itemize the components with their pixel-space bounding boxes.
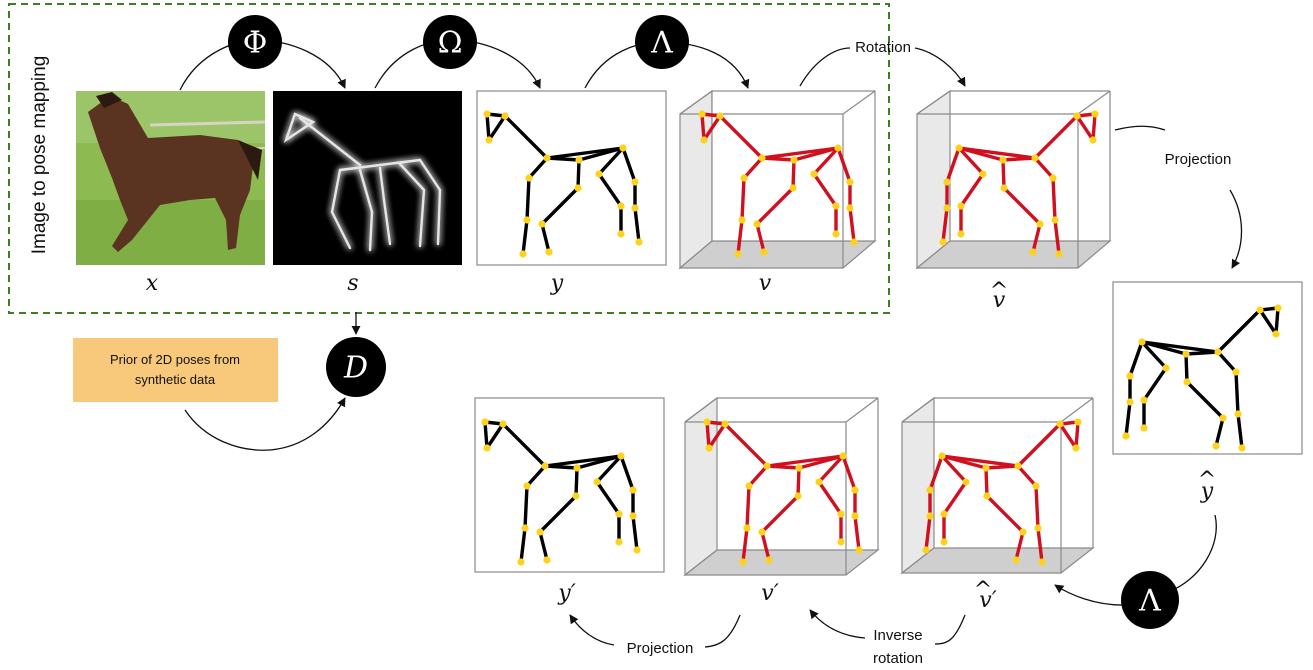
pose-3d-v bbox=[678, 89, 877, 270]
var-y: y bbox=[550, 271, 564, 296]
svg-text:Prior of 2D poses from: Prior of 2D poses from bbox=[110, 352, 240, 367]
arrow-prior-to-discriminator bbox=[184, 397, 346, 451]
var-y-hat: y bbox=[1200, 479, 1214, 504]
var-v-hat: v bbox=[993, 288, 1006, 313]
lambda-operator-top: Λ bbox=[635, 15, 689, 69]
svg-text:Λ: Λ bbox=[1138, 584, 1161, 619]
var-y-prime: y′ bbox=[557, 581, 575, 606]
var-v-prime: v′ bbox=[761, 581, 778, 606]
prior-box: Prior of 2D poses from synthetic data bbox=[73, 338, 278, 402]
var-y-hat-mark: ^ bbox=[1198, 468, 1216, 493]
var-v-hat-prime: v′ bbox=[979, 588, 996, 613]
arrow-rotation bbox=[799, 47, 965, 86]
phi-operator: Φ bbox=[228, 15, 282, 69]
inverse-rotation-label-2: rotation bbox=[873, 650, 923, 667]
inverse-rotation-label-1: Inverse bbox=[873, 627, 922, 644]
horse-photo bbox=[76, 91, 266, 265]
svg-text:Φ: Φ bbox=[243, 26, 268, 61]
stick-silhouette bbox=[273, 91, 462, 265]
pose-3d-v-prime bbox=[683, 396, 880, 577]
rotation-label: Rotation bbox=[855, 39, 911, 56]
arrow-y-hat-to-lambda bbox=[1167, 514, 1217, 594]
svg-text:D: D bbox=[343, 351, 368, 386]
pose-3d-v-hat bbox=[915, 89, 1112, 270]
svg-text:Λ: Λ bbox=[650, 26, 673, 61]
arrow-projection-right bbox=[1114, 125, 1243, 268]
pose-2d-y-prime bbox=[474, 397, 665, 573]
svg-text:synthetic data: synthetic data bbox=[135, 372, 216, 387]
arrow-inverse-rotation bbox=[810, 610, 966, 645]
frame-label: Image to pose mapping bbox=[29, 56, 50, 255]
var-x: x bbox=[146, 271, 159, 296]
projection-label-right: Projection bbox=[1165, 151, 1232, 168]
svg-text:Ω: Ω bbox=[438, 26, 463, 61]
lambda-operator-bottom: Λ bbox=[1121, 571, 1179, 629]
arrow-projection-bottom bbox=[570, 615, 741, 648]
projection-label-bottom: Projection bbox=[627, 640, 694, 657]
pose-2d-y-hat bbox=[1112, 281, 1303, 455]
var-s: s bbox=[347, 271, 358, 296]
var-v-hat-mark: ^ bbox=[990, 279, 1008, 304]
var-v: v bbox=[759, 271, 772, 296]
mapping-frame bbox=[8, 3, 890, 314]
var-v-hat-prime-mark: ^ bbox=[974, 578, 992, 603]
pose-2d-y bbox=[476, 90, 667, 266]
pose-3d-v-hat-prime bbox=[900, 396, 1095, 575]
discriminator-node: D bbox=[326, 337, 386, 397]
arrow-lambda-to-v-hat-prime bbox=[1054, 584, 1123, 606]
omega-operator: Ω bbox=[423, 15, 477, 69]
